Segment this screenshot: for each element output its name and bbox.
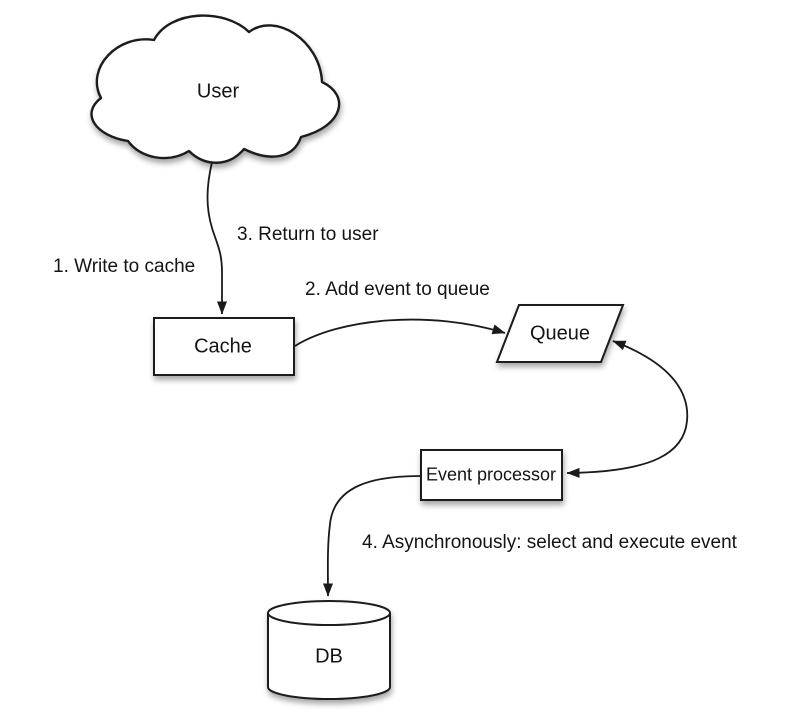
event-processor-node-label: Event processor [425,464,557,485]
arrow-cache-to-queue [294,318,506,347]
annotation-step3-return-to-user: 3. Return to user [237,224,379,245]
db-cylinder-body [267,600,391,700]
cache-node-label: Cache [194,335,252,358]
arrow-user-to-cache [206,161,227,315]
db-cylinder-shape [267,600,391,700]
arrow-queue-event-processor-bidirectional [566,340,689,478]
queue-parallelogram-shape [495,304,625,363]
queue-node-label: Queue [529,322,591,345]
annotation-step4-asynchronously-select-execute: 4. Asynchronously: select and execute ev… [362,532,737,553]
arrow-event-processor-to-db [322,475,421,597]
event-processor-box-shape [420,449,563,501]
annotation-step2-add-event-to-queue: 2. Add event to queue [305,279,490,300]
user-node-label: User [196,80,240,103]
cache-box-shape [153,317,295,376]
annotation-step1-write-to-cache: 1. Write to cache [53,256,196,277]
db-cylinder-top-rim [267,612,391,626]
user-cloud-shape [90,14,341,164]
db-node-label: DB [315,645,343,668]
